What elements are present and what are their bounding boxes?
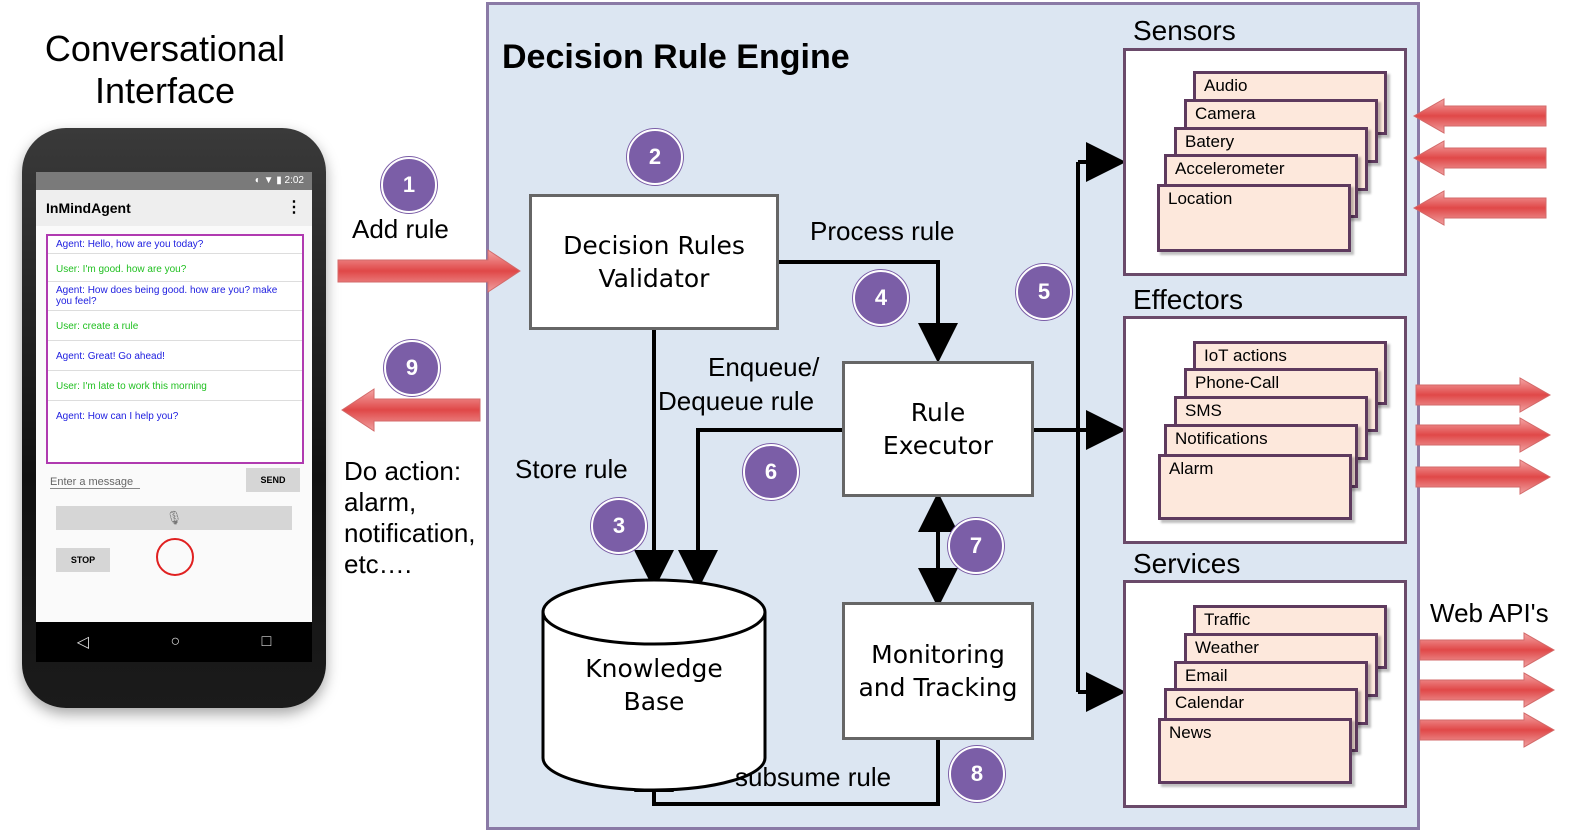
enqueue-label: Enqueue/ bbox=[708, 352, 820, 382]
process-rule-line bbox=[778, 260, 958, 363]
do-action-item: alarm, bbox=[344, 487, 417, 517]
enqueue-line bbox=[678, 428, 842, 590]
chat-message: Agent: Great! Go ahead! bbox=[48, 341, 302, 371]
monitoring-box: Monitoring and Tracking bbox=[842, 602, 1034, 740]
sensor-input-arrow bbox=[1412, 98, 1547, 134]
record-button[interactable] bbox=[156, 538, 194, 576]
services-title: Services bbox=[1133, 548, 1241, 579]
step-badge: 1 bbox=[381, 157, 437, 213]
add-rule-label: Add rule bbox=[352, 214, 449, 244]
step-badge: 4 bbox=[853, 270, 909, 326]
do-action-label: Do action: alarm, notification, etc…. bbox=[344, 456, 476, 580]
app-bar: InMindAgent ⋮ bbox=[36, 190, 312, 226]
effectors-title: Effectors bbox=[1133, 284, 1243, 315]
engine-title: Decision Rule Engine bbox=[502, 38, 850, 76]
step-badge: 7 bbox=[948, 518, 1004, 574]
send-button[interactable]: SEND bbox=[246, 468, 300, 492]
sensor-input-arrow bbox=[1412, 190, 1547, 226]
web-apis-label: Web API's bbox=[1430, 598, 1549, 628]
services-group: Traffic Weather Email Calendar News bbox=[1123, 580, 1407, 808]
knowledge-base-cylinder bbox=[541, 578, 767, 792]
process-rule-label: Process rule bbox=[810, 216, 955, 246]
executor-line: Rule bbox=[910, 398, 966, 427]
navigation-bar: ◁ ○ □ bbox=[36, 622, 312, 662]
step-badge: 8 bbox=[949, 746, 1005, 802]
stop-button[interactable]: STOP bbox=[56, 548, 110, 572]
step-badge: 9 bbox=[384, 340, 440, 396]
recents-icon[interactable]: □ bbox=[261, 633, 272, 650]
knowledge-line: Knowledge bbox=[585, 654, 723, 683]
add-rule-arrow bbox=[337, 249, 521, 293]
step-badge: 6 bbox=[743, 444, 799, 500]
effector-output-arrow bbox=[1415, 417, 1552, 453]
sensors-group: Audio Camera Batery Accelerometer Locati… bbox=[1123, 48, 1407, 276]
signal-icon: ◐ ▼ ▮ bbox=[254, 175, 285, 186]
chat-log: Agent: Hello, how are you today? User: I… bbox=[46, 234, 304, 464]
store-rule-label: Store rule bbox=[515, 454, 628, 484]
microphone-button[interactable]: 🎙 bbox=[56, 506, 292, 530]
home-icon[interactable]: ○ bbox=[170, 633, 181, 650]
validator-line: Decision Rules bbox=[563, 231, 745, 260]
step-badge: 3 bbox=[591, 498, 647, 554]
dequeue-label: Dequeue rule bbox=[658, 386, 815, 416]
service-output-arrow bbox=[1419, 672, 1556, 708]
effector-output-arrow bbox=[1415, 459, 1552, 495]
service-output-arrow bbox=[1419, 712, 1556, 748]
chat-message: Agent: Hello, how are you today? bbox=[48, 236, 302, 254]
conversational-interface-title: Conversational Interface bbox=[44, 28, 286, 111]
status-bar: ◐ ▼ ▮ 2:02 bbox=[36, 172, 312, 190]
monitoring-line: Monitoring bbox=[871, 640, 1005, 669]
chat-message: Agent: How can I help you? bbox=[56, 411, 179, 422]
do-action-item: etc…. bbox=[344, 549, 412, 579]
executor-line: Executor bbox=[882, 431, 994, 460]
validator-line: Validator bbox=[598, 264, 710, 293]
overflow-menu-icon[interactable]: ⋮ bbox=[286, 199, 302, 216]
clock: 2:02 bbox=[284, 175, 304, 186]
step-badge: 5 bbox=[1016, 264, 1072, 320]
microphone-icon: 🎙 bbox=[165, 510, 183, 525]
step-badge: 2 bbox=[627, 129, 683, 185]
effectors-group: IoT actions Phone-Call SMS Notifications… bbox=[1123, 316, 1407, 544]
chat-message: Agent: How does being good. how are you?… bbox=[48, 282, 302, 311]
service-card: News bbox=[1158, 718, 1352, 784]
monitoring-line: and Tracking bbox=[858, 673, 1018, 702]
effector-output-arrow bbox=[1415, 377, 1552, 413]
chat-message: User: create a rule bbox=[48, 311, 302, 341]
phone-device: ◐ ▼ ▮ 2:02 InMindAgent ⋮ Agent: Hello, h… bbox=[22, 128, 326, 708]
do-action-text: Do action: bbox=[344, 456, 462, 486]
knowledge-line: Base bbox=[623, 687, 685, 716]
sensors-title: Sensors bbox=[1133, 15, 1236, 46]
sensor-card: Location bbox=[1157, 184, 1351, 252]
message-input[interactable]: Enter a message bbox=[50, 476, 140, 489]
effector-card: Alarm bbox=[1158, 454, 1352, 520]
subsume-rule-label: subsume rule bbox=[735, 762, 892, 792]
sensor-input-arrow bbox=[1412, 140, 1547, 176]
app-title: InMindAgent bbox=[46, 200, 131, 216]
chat-message: User: I'm good. how are you? bbox=[48, 254, 302, 282]
do-action-item: notification, bbox=[344, 518, 476, 548]
service-output-arrow bbox=[1419, 632, 1556, 668]
back-icon[interactable]: ◁ bbox=[76, 634, 90, 651]
phone-screen: ◐ ▼ ▮ 2:02 InMindAgent ⋮ Agent: Hello, h… bbox=[36, 172, 312, 662]
chat-message: User: I'm late to work this morning bbox=[48, 371, 302, 401]
do-action-arrow bbox=[341, 388, 481, 432]
